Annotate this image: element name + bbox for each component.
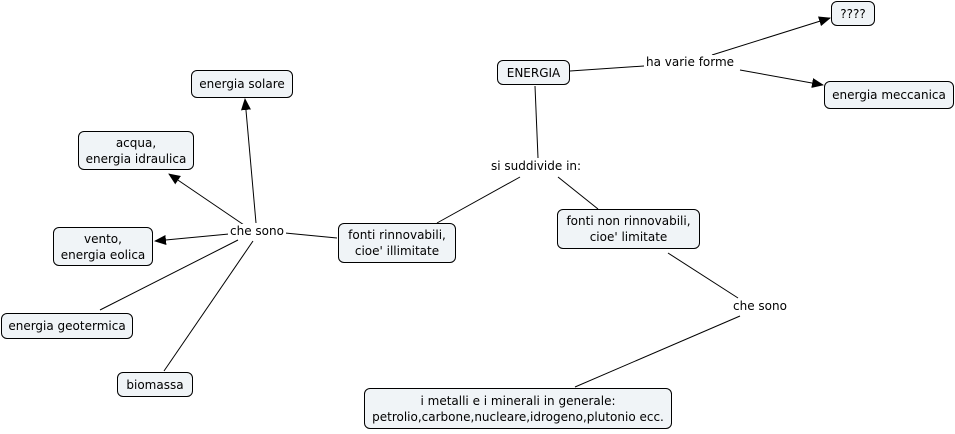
edge-che-sono-metalli xyxy=(574,315,741,388)
edge-che-sono-eolica xyxy=(154,233,230,245)
node-fonti-rinnovabili[interactable]: fonti rinnovabili, cioe' illimitate xyxy=(338,223,456,263)
edge-si-suddivide-rinnovabili xyxy=(436,176,521,224)
edge-energia-ha-varie-forme xyxy=(569,65,645,72)
edge-che-sono-geotermica xyxy=(99,239,239,311)
link-si-suddivide-in: si suddivide in: xyxy=(489,159,584,173)
node-unknown[interactable]: ???? xyxy=(831,1,875,26)
link-che-sono-right: che sono xyxy=(731,299,789,313)
edge-non-rinnovabili-che-sono xyxy=(667,252,739,299)
edge-ha-varie-forme-meccanica xyxy=(739,69,824,88)
node-energia-eolica[interactable]: vento, energia eolica xyxy=(53,227,153,266)
edge-che-sono-idraulica xyxy=(168,173,245,226)
edge-che-sono-biomassa xyxy=(163,240,254,372)
node-energia-idraulica[interactable]: acqua, energia idraulica xyxy=(78,131,194,170)
edge-ha-varie-forme-unknown xyxy=(711,16,831,56)
edge-energia-si-suddivide xyxy=(534,85,539,159)
edge-si-suddivide-non-rinnovabili xyxy=(557,176,599,210)
edge-rinnovabili-che-sono xyxy=(284,232,338,239)
node-energia-geotermica[interactable]: energia geotermica xyxy=(1,313,133,339)
node-metalli-minerali[interactable]: i metalli e i minerali in generale: petr… xyxy=(364,388,672,429)
node-energia-solare[interactable]: energia solare xyxy=(191,70,293,98)
node-energia-meccanica[interactable]: energia meccanica xyxy=(824,81,954,109)
link-ha-varie-forme: ha varie forme xyxy=(644,55,737,69)
node-energia[interactable]: ENERGIA xyxy=(497,60,570,85)
node-biomassa[interactable]: biomassa xyxy=(117,372,193,397)
link-che-sono-left: che sono xyxy=(228,224,286,238)
edge-che-sono-solare xyxy=(240,98,257,224)
node-fonti-non-rinnovabili[interactable]: fonti non rinnovabili, cioe' limitate xyxy=(557,209,700,249)
